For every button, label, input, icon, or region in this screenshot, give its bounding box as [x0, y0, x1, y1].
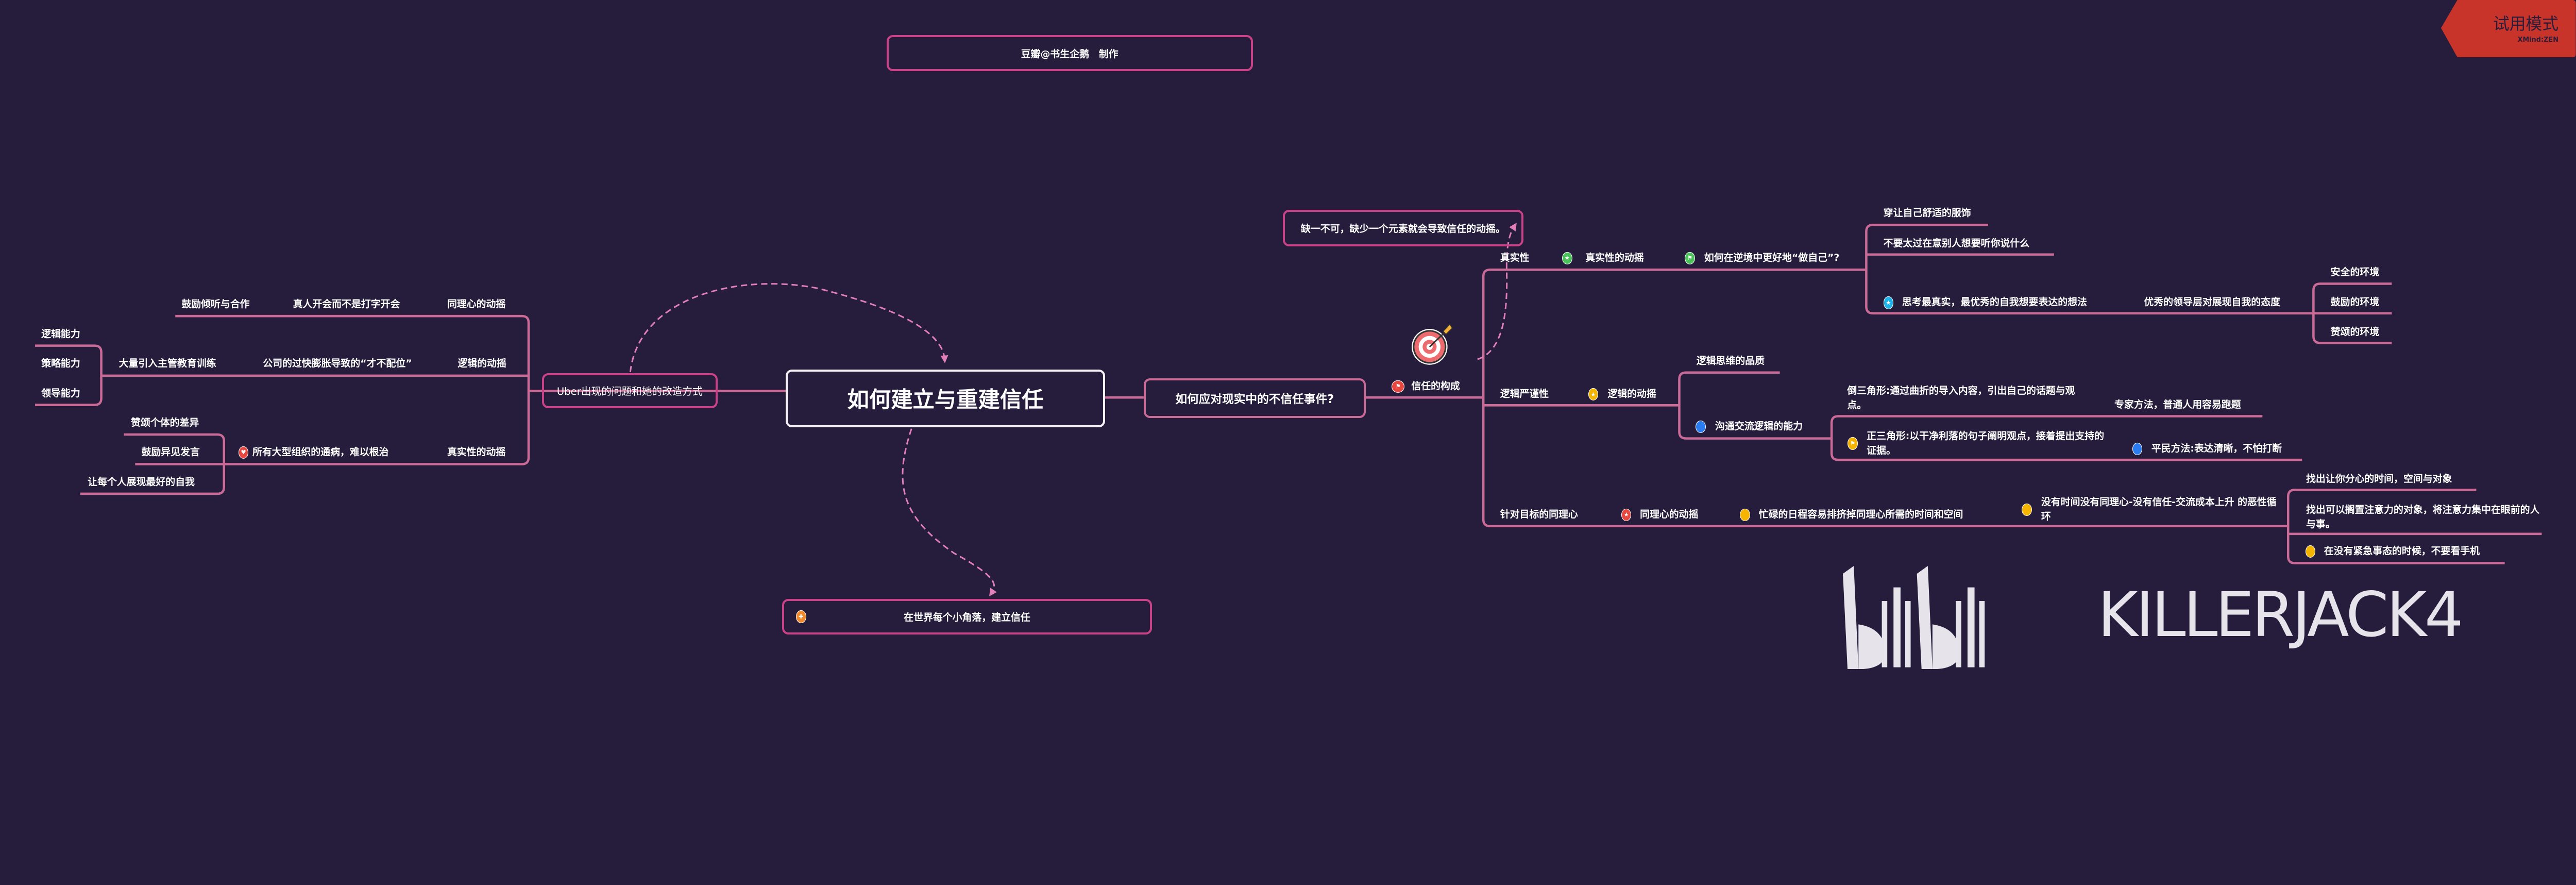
topic[interactable]: 如何在逆境中更好地“做自己”? — [1704, 252, 1840, 263]
topic[interactable]: 鼓励的环境 — [2330, 296, 2380, 308]
topic[interactable]: 沟通交流逻辑的能力 — [1715, 420, 1803, 432]
branch-line — [135, 314, 530, 465]
branch-line — [1678, 371, 1832, 440]
topic[interactable]: 同理心的动摇 — [447, 298, 506, 310]
topic[interactable]: 优秀的领导层对展现自我的态度 — [2144, 296, 2280, 308]
topic[interactable]: 真实性 — [1500, 252, 1530, 263]
topic[interactable]: 逻辑的动摇 — [457, 358, 506, 370]
topic[interactable]: 让每个人展现最好的自我 — [88, 476, 195, 488]
trial-mode-badge[interactable]: 试用模式 XMind:ZEN — [2441, 0, 2576, 58]
topic[interactable]: 赞颂个体的差异 — [131, 417, 199, 429]
branch-line — [101, 374, 786, 392]
flag-icon: ⚑ — [1392, 380, 1404, 393]
branch-line — [80, 433, 226, 495]
summary-text: 在世界每个小角落，建立信任 — [904, 611, 1030, 623]
topic[interactable]: 正三角形:以干净利落的句子阐明观点，接着提出支持的证据。 — [1867, 430, 2105, 457]
branch-line — [2312, 282, 2392, 344]
heart-icon: ♥ — [238, 446, 249, 459]
mind-map-canvas: 豆瓣@书生企鹅 制作 如何建立与重建信任 ✚ 在世界每个小角落，建立信任 Ube… — [0, 0, 2576, 669]
uber-topic[interactable]: Uber出现的问题和她的改造方式 — [541, 373, 718, 409]
topic[interactable]: 逻辑严谨性 — [1500, 388, 1549, 400]
branch-line — [2286, 489, 2542, 564]
branch-line — [1865, 223, 2314, 315]
central-topic-text: 如何建立与重建信任 — [847, 387, 1044, 413]
badge-sublabel: XMind:ZEN — [2517, 36, 2558, 44]
flag-icon: ⚑ — [1848, 437, 1858, 450]
bilibili-logo — [1843, 565, 1985, 670]
credit-box[interactable]: 豆瓣@书生企鹅 制作 — [886, 35, 1253, 72]
topic[interactable]: 鼓励异见发言 — [141, 446, 200, 458]
topic[interactable]: 没有时间没有同理心-没有信任-交流成本上升 的恶性循环 — [2041, 496, 2277, 522]
central-topic[interactable]: 如何建立与重建信任 — [786, 369, 1105, 427]
uber-topic-text: Uber出现的问题和她的改造方式 — [556, 386, 703, 398]
topic[interactable]: 鼓励倾听与合作 — [181, 298, 250, 310]
topic[interactable]: 大量引入主管教育训练 — [118, 358, 216, 370]
flag-icon: ⚑ — [1685, 252, 1695, 264]
yellow-dot-icon — [2305, 545, 2316, 558]
topic[interactable]: 忙碌的日程容易排挤掉同理心所需的时间和空间 — [1758, 508, 1963, 520]
topic[interactable]: 逻辑思维的品质 — [1696, 355, 1765, 366]
blue-dot-icon — [1696, 420, 1706, 433]
credit-text: 豆瓣@书生企鹅 制作 — [1021, 48, 1118, 60]
note-text: 缺一不可，缺少一个元素就会导致信任的动摇。 — [1301, 223, 1505, 235]
star-icon: ★ — [1588, 388, 1599, 401]
branch-line — [1482, 268, 2289, 527]
topic[interactable]: 真人开会而不是打字开会 — [293, 298, 400, 310]
branch-line — [35, 344, 103, 406]
relation-arrow — [1477, 223, 1517, 360]
note-box[interactable]: 缺一不可，缺少一个元素就会导致信任的动摇。 — [1282, 209, 1524, 246]
yellow-dot-icon — [2022, 503, 2032, 516]
topic[interactable]: 穿让自己舒适的服饰 — [1883, 207, 1971, 219]
topic[interactable]: 找出让你分心的时间，空间与对象 — [2306, 473, 2452, 485]
summary-box[interactable]: ✚ 在世界每个小角落，建立信任 — [782, 599, 1152, 634]
relation-arrow — [902, 428, 997, 597]
topic[interactable]: 倒三角形:通过曲折的导入内容，引出自己的话题与观点。 — [1847, 385, 2075, 411]
badge-shape — [2441, 0, 2576, 58]
topic[interactable]: 找出可以搁置注意力的对象，将注意力集中在眼前的人与事。 — [2306, 504, 2540, 530]
relation-arrow — [629, 283, 948, 373]
watermark-text: KILLERJACK4 — [2097, 579, 2464, 652]
topic[interactable]: 专家方法，普通人用容易跑题 — [2114, 399, 2241, 411]
star-icon: ★ — [1562, 252, 1572, 264]
star-icon: ★ — [1883, 296, 1894, 309]
question-topic[interactable]: 如何应对现实中的不信任事件? — [1143, 378, 1366, 419]
topic[interactable]: 在没有紧急事态的时候，不要看手机 — [2324, 545, 2480, 557]
topic[interactable]: 逻辑的动摇 — [1607, 388, 1656, 400]
topic[interactable]: 真实性的动摇 — [1585, 252, 1644, 263]
topic[interactable]: 策略能力 — [41, 358, 80, 370]
topic[interactable]: 赞颂的环境 — [2330, 326, 2380, 338]
topic[interactable]: 安全的环境 — [2330, 266, 2380, 278]
topic[interactable]: 真实性的动摇 — [447, 446, 506, 458]
connector-lines — [35, 223, 2542, 597]
question-topic-text: 如何应对现实中的不信任事件? — [1175, 393, 1334, 407]
topic[interactable]: 思考最真实，最优秀的自我想要表达的想法 — [1902, 296, 2087, 308]
topic[interactable]: 信任的构成 — [1411, 380, 1460, 392]
topic[interactable]: 平民方法:表达清晰，不怕打断 — [2151, 443, 2282, 455]
yellow-dot-icon — [1740, 508, 1751, 521]
badge-label: 试用模式 — [2493, 15, 2558, 34]
topic[interactable]: 领导能力 — [41, 387, 80, 399]
blue-dot-icon — [2132, 442, 2143, 456]
star-icon: ★ — [1621, 508, 1632, 521]
topic[interactable]: 同理心的动摇 — [1640, 508, 1699, 520]
target-icon — [1412, 323, 1453, 365]
topic[interactable]: 逻辑能力 — [41, 328, 80, 340]
topic[interactable]: 不要太过在意别人想要听你说什么 — [1883, 237, 2030, 249]
topic[interactable]: 针对目标的同理心 — [1500, 508, 1578, 520]
gamepad-icon: ✚ — [795, 610, 806, 623]
topic[interactable]: 所有大型组织的通病，难以根治 — [252, 446, 389, 458]
topic[interactable]: 公司的过快膨胀导致的“才不配位” — [263, 358, 412, 370]
branch-line — [1830, 415, 2302, 461]
